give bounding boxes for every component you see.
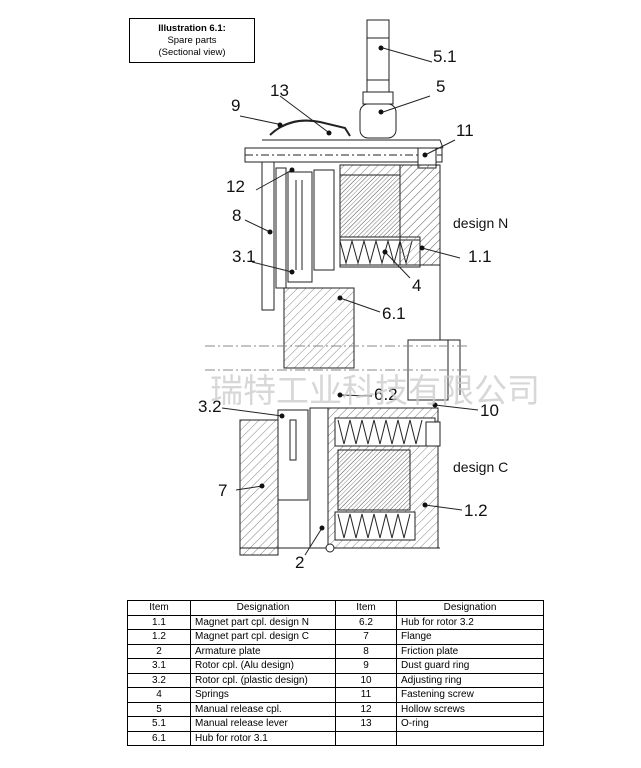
label-design-c: design C [453, 459, 508, 475]
caption-line-2: Spare parts [167, 35, 217, 46]
header-item-2: Item [335, 600, 397, 616]
header-designation-1: Designation [190, 600, 336, 616]
item-cell: 4 [127, 687, 191, 703]
label-3-1: 3.1 [232, 247, 256, 266]
watermark-text: 瑞特工业科技有限公司 [210, 371, 540, 410]
item-cell: 9 [335, 658, 397, 674]
label-7: 7 [218, 481, 227, 500]
label-12: 12 [226, 177, 245, 196]
item-cell: 5.1 [127, 716, 191, 732]
label-1-1: 1.1 [468, 247, 492, 266]
table-header-row: Item Designation Item Designation [127, 600, 544, 616]
item-cell: 6.2 [335, 614, 397, 630]
label-6-2: 6.2 [374, 385, 398, 404]
item-cell: 13 [335, 716, 397, 732]
item-cell: 11 [335, 687, 397, 703]
label-11: 11 [456, 121, 474, 140]
item-cell: 5 [127, 701, 191, 717]
header-designation-2: Designation [396, 600, 544, 616]
item-cell: 6.1 [127, 730, 191, 746]
sectional-view-drawing: 5.1 5 13 9 11 12 8 3.1 1.1 4 6.1 6.2 10 … [198, 19, 540, 572]
designation-cell: O-ring [396, 716, 544, 732]
label-3-2: 3.2 [198, 397, 222, 416]
item-cell: 3.1 [127, 658, 191, 674]
designation-cell: Magnet part cpl. design N [190, 614, 336, 630]
label-6-1: 6.1 [382, 304, 406, 323]
designation-cell: Magnet part cpl. design C [190, 629, 336, 645]
designation-cell: Armature plate [190, 643, 336, 659]
designation-cell: Manual release lever [190, 716, 336, 732]
item-cell: 7 [335, 629, 397, 645]
illustration-caption: Illustration 6.1: Spare parts (Sectional… [129, 18, 255, 63]
item-cell [335, 730, 397, 746]
designation-cell: Dust guard ring [396, 658, 544, 674]
designation-cell: Friction plate [396, 643, 544, 659]
label-5-1: 5.1 [433, 47, 457, 66]
item-cell: 1.1 [127, 614, 191, 630]
caption-title: Illustration 6.1: [158, 23, 226, 34]
designation-cell: Hollow screws [396, 701, 544, 717]
label-10: 10 [480, 401, 499, 420]
designation-cell [396, 730, 544, 746]
header-item-1: Item [127, 600, 191, 616]
label-1-2: 1.2 [464, 501, 488, 520]
designation-cell: Rotor cpl. (plastic design) [190, 672, 336, 688]
item-cell: 10 [335, 672, 397, 688]
item-cell: 8 [335, 643, 397, 659]
item-cell: 2 [127, 643, 191, 659]
label-8: 8 [232, 206, 241, 225]
caption-line-3: (Sectional view) [158, 47, 226, 58]
designation-cell: Hub for rotor 3.1 [190, 730, 336, 746]
designation-cell: Fastening screw [396, 687, 544, 703]
drawing-body [205, 19, 479, 556]
item-cell: 1.2 [127, 629, 191, 645]
label-5: 5 [436, 77, 445, 96]
item-cell: 12 [335, 701, 397, 717]
label-13: 13 [270, 81, 289, 100]
designation-cell: Adjusting ring [396, 672, 544, 688]
label-2: 2 [295, 553, 304, 572]
item-cell: 3.2 [127, 672, 191, 688]
label-4: 4 [412, 276, 421, 295]
designation-cell: Hub for rotor 3.2 [396, 614, 544, 630]
label-design-n: design N [453, 215, 508, 231]
designation-cell: Flange [396, 629, 544, 645]
designation-cell: Rotor cpl. (Alu design) [190, 658, 336, 674]
callout-dots [259, 45, 438, 531]
designation-cell: Manual release cpl. [190, 701, 336, 717]
designation-cell: Springs [190, 687, 336, 703]
label-9: 9 [231, 96, 240, 115]
